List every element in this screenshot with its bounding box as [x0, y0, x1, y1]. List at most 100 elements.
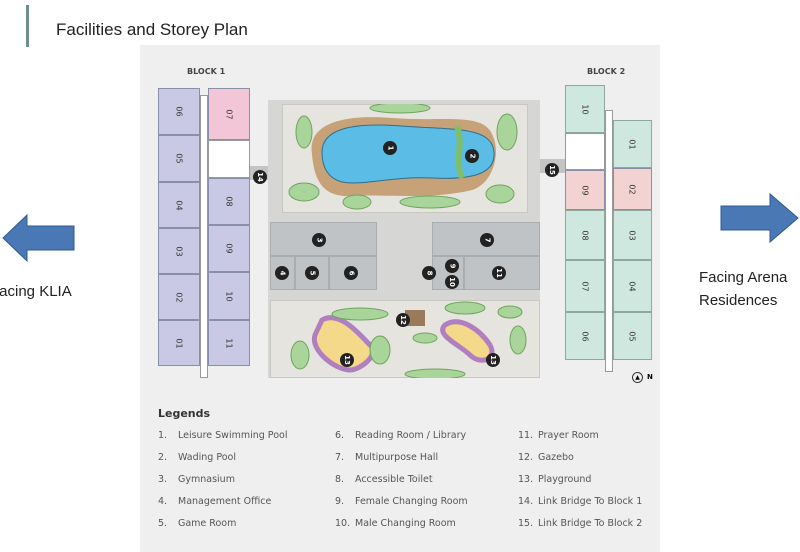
facility-marker: 7	[480, 233, 494, 247]
legend-number: 14.	[518, 496, 534, 507]
facility-marker-number: 11	[495, 268, 503, 278]
facility-marker: 11	[492, 266, 506, 280]
block1-unit-number: 09	[224, 243, 234, 254]
facility-marker: 9	[445, 259, 459, 273]
legend-number: 4.	[158, 496, 168, 507]
right-arrow-icon	[720, 192, 799, 244]
facing-klia-label: Facing KLIA	[0, 283, 72, 300]
block2-unit: 09	[565, 170, 605, 210]
legend-item: 15. Link Bridge To Block 2	[518, 518, 642, 529]
facility-marker-number: 14	[256, 172, 264, 182]
north-label: N	[647, 373, 653, 381]
block2-unit-number: 04	[628, 280, 637, 292]
block2-corridor	[605, 110, 613, 372]
legend-number: 15.	[518, 518, 534, 529]
block2-core	[565, 133, 605, 170]
facility-marker-number: 10	[448, 277, 456, 287]
facility-marker-number: 5	[308, 270, 316, 276]
legend-label: Link Bridge To Block 2	[538, 518, 643, 529]
legend-item: 10.Male Changing Room	[335, 518, 456, 529]
block1-label: BLOCK 1	[187, 67, 226, 76]
facility-marker: 6	[344, 266, 358, 280]
block1-unit-number: 05	[174, 153, 184, 164]
block2-unit: 08	[565, 210, 605, 260]
legend-number: 6.	[335, 430, 345, 441]
legend-label: Female Changing Room	[355, 496, 468, 507]
facility-marker-number: 8	[425, 270, 433, 276]
block2-unit-number: 05	[628, 330, 637, 342]
facility-marker-number: 1	[386, 145, 394, 151]
facility-marker: 12	[396, 313, 410, 327]
block2-unit-number: 06	[580, 330, 590, 342]
facility-marker-number: 7	[483, 237, 491, 243]
legend-label: Reading Room / Library	[355, 430, 467, 441]
legend-item: 8.Accessible Toilet	[335, 474, 433, 485]
block1-unit-number: 04	[174, 199, 184, 211]
block1-unit-number: 10	[224, 290, 234, 302]
block2-unit-number: 09	[580, 184, 590, 196]
legend-item: 5.Game Room	[158, 518, 236, 529]
legend-label: Link Bridge To Block 1	[538, 496, 643, 507]
legend-label: Prayer Room	[538, 430, 599, 441]
legend-number: 8.	[335, 474, 345, 485]
block1-unit-number: 01	[174, 337, 184, 349]
facility-marker: 8	[422, 266, 436, 280]
facility-marker-number: 13	[489, 355, 497, 365]
block1-unit: 07	[208, 88, 250, 140]
facility-marker-number: 2	[468, 153, 476, 159]
facility-marker-number: 15	[548, 165, 556, 175]
block1-unit: 01	[158, 320, 200, 366]
block1-unit: 10	[208, 272, 250, 320]
legend-label: Playground	[538, 474, 592, 485]
legend-label: Wading Pool	[178, 452, 237, 463]
block1-unit-number: 11	[224, 337, 234, 349]
legend-item: 12.Gazebo	[518, 452, 574, 463]
legend-label: Gymnasium	[178, 474, 235, 485]
facility-marker: 5	[305, 266, 319, 280]
block1-unit-number: 03	[174, 245, 184, 257]
block1-unit-number: 07	[224, 108, 234, 120]
facility-marker: 3	[312, 233, 326, 247]
block1-unit: 08	[208, 178, 250, 225]
legend-item: 4. Management Office	[158, 496, 271, 507]
block2-unit: 05	[613, 312, 652, 360]
facility-marker: 2	[465, 149, 479, 163]
block2-unit-number: 07	[580, 280, 590, 292]
legend-number: 5.	[158, 518, 168, 529]
block1-unit-number: 02	[174, 291, 184, 303]
block2-unit-number: 02	[628, 183, 637, 195]
facility-marker: 10	[445, 275, 459, 289]
legend-label: Gazebo	[538, 452, 574, 463]
block2-unit-number: 08	[580, 229, 590, 241]
legend-label: Management Office	[178, 496, 272, 507]
legend-item: 9.Female Changing Room	[335, 496, 468, 507]
legend-item: 11.Prayer Room	[518, 430, 599, 441]
facility-marker: 15	[545, 163, 559, 177]
block2-unit: 01	[613, 120, 652, 168]
block2-unit: 03	[613, 210, 652, 260]
facility-marker-number: 13	[343, 355, 351, 365]
facility-marker-number: 4	[278, 270, 286, 276]
legend-item: 13.Playground	[518, 474, 591, 485]
block2-unit-number: 03	[628, 229, 637, 241]
legend-number: 2.	[158, 452, 168, 463]
block1-corridor	[200, 95, 208, 378]
block2-unit: 06	[565, 312, 605, 360]
facility-marker: 14	[253, 170, 267, 184]
facing-arena-line1: Facing Arena	[699, 269, 788, 286]
block1-unit: 03	[158, 228, 200, 274]
block2-unit: 02	[613, 168, 652, 210]
block2-label: BLOCK 2	[587, 67, 626, 76]
block1-unit: 06	[158, 88, 200, 135]
facing-arena-line2: Residences	[699, 292, 778, 309]
north-arrow-icon: ▲	[632, 372, 643, 383]
facility-marker-number: 9	[448, 263, 456, 269]
legend-item: 14. Link Bridge To Block 1	[518, 496, 642, 507]
facility-marker: 13	[486, 353, 500, 367]
legend-item: 2. Wading Pool	[158, 452, 236, 463]
legend-item: 3.Gymnasium	[158, 474, 235, 485]
facility-marker-number: 6	[347, 270, 355, 276]
legend-number: 7.	[335, 452, 345, 463]
facility-marker-number: 3	[315, 237, 323, 243]
